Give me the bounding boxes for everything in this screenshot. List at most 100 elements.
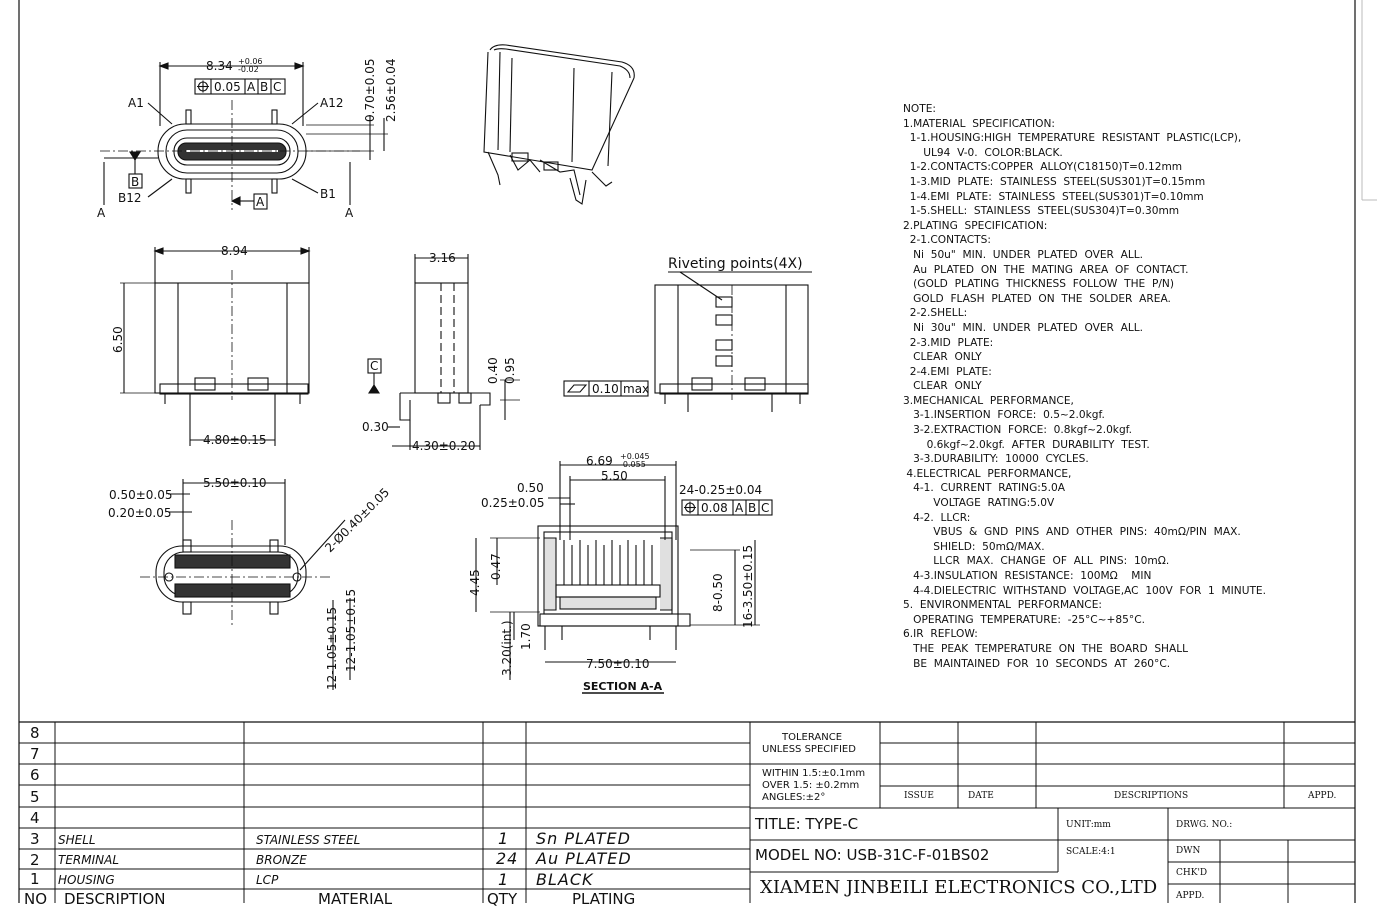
note-line: UL94 V-0. COLOR:BLACK. — [903, 146, 1063, 159]
issue-header: ISSUE — [904, 791, 934, 801]
dim-430: 4.30±0.20 — [412, 439, 476, 453]
drawing-title: TITLE: TYPE-C — [755, 815, 859, 833]
note-line: Au PLATED ON THE MATING AREA OF CONTACT. — [903, 263, 1189, 276]
tolerance-over: OVER 1.5: ±0.2mm — [762, 780, 860, 791]
bom-row-2-qty: 24 — [496, 849, 519, 868]
bom-header-plating: PLATING — [572, 890, 636, 908]
riveting-view — [563, 271, 812, 412]
section-pins: 24-0.25±0.04 — [679, 483, 762, 497]
section-mark-left: A — [97, 206, 106, 220]
note-line: VBUS & GND PINS AND OTHER PINS: 40mΩ/PIN… — [903, 526, 1241, 539]
note-line: OPERATING TEMPERATURE: -25°C~+85°C. — [903, 613, 1145, 626]
note-line: 0.6kgf~2.0kgf. AFTER DURABILITY TEST. — [903, 438, 1150, 451]
dwn-label: DWN — [1176, 846, 1201, 856]
section-445: 4.45 — [468, 569, 482, 596]
pin-a1-label: A1 — [128, 96, 144, 110]
section-320: 3.20(int.) — [500, 620, 514, 676]
note-line: CLEAR ONLY — [903, 351, 982, 364]
section-669-lower: -0.055 — [620, 460, 646, 469]
drwg-no-label: DRWG. NO.: — [1176, 820, 1233, 830]
model-no: MODEL NO: USB-31C-F-01BS02 — [755, 846, 990, 864]
note-line: BE MAINTAINED FOR 10 SECONDS AT 260°C. — [903, 657, 1171, 670]
bom-row-1-no: 1 — [30, 870, 40, 888]
profile-view — [367, 254, 520, 450]
footprint-050: 0.50±0.05 — [109, 488, 173, 502]
profile-depth: 3.16 — [429, 251, 456, 265]
note-line: 1-2.CONTACTS:COPPER ALLOY(C18150)T=0.12m… — [903, 161, 1183, 174]
section-025: 0.25±0.05 — [481, 496, 545, 510]
section-mark-right: A — [345, 206, 354, 220]
bom-header-material: MATERIAL — [318, 890, 393, 908]
note-line: 2-1.CONTACTS: — [903, 234, 991, 247]
note-line: THE PEAK TEMPERATURE ON THE BOARD SHALL — [903, 642, 1189, 655]
section-datum-a: A — [735, 501, 744, 515]
note-line: 1-4.EMI PLATE: STAINLESS STEEL(SUS301)T=… — [903, 190, 1204, 203]
section-170: 1.70 — [519, 623, 533, 650]
flatness-value: 0.10 — [592, 382, 619, 396]
side-width: 8.94 — [221, 244, 248, 258]
bom-row-6-no: 6 — [30, 766, 40, 784]
width-dim: 8.34 — [206, 59, 233, 73]
datum-ref-a: A — [247, 80, 256, 94]
right-edge-marker — [1361, 0, 1377, 201]
riveting-label: Riveting points(4X) — [668, 256, 803, 272]
bom-row-3-material: STAINLESS STEEL — [256, 833, 361, 847]
section-8-050: 8-0.50 — [711, 573, 725, 612]
bom-row-3-desc: SHELL — [58, 833, 96, 847]
bom-row-5-no: 5 — [30, 788, 40, 806]
isometric-view — [483, 44, 635, 205]
note-line: 4-4.DIELECTRIC WITHSTAND VOLTAGE,AC 100V… — [903, 584, 1266, 597]
company-name: XIAMEN JINBEILI ELECTRONICS CO.,LTD — [760, 877, 1158, 898]
note-line: 6.IR REFLOW: — [903, 628, 978, 641]
front-view-labels: 8.34 +0.06 -0.02 0.05 A B C A1 A12 B12 B… — [97, 57, 398, 220]
bom-header-qty: QTY — [487, 890, 518, 908]
bom-row-1-desc: HOUSING — [58, 873, 115, 887]
note-line: 5. ENVIRONMENTAL PERFORMANCE: — [903, 599, 1102, 612]
bom-row-2-plating: Au PLATED — [536, 849, 632, 868]
unit-label: UNIT:mm — [1066, 820, 1111, 830]
note-line: GOLD FLASH PLATED ON THE SOLDER AREA. — [903, 292, 1171, 305]
note-line: VOLTAGE RATING:5.0V — [903, 497, 1055, 510]
bom-row-2-material: BRONZE — [256, 853, 307, 867]
note-line: NOTE: — [903, 103, 936, 115]
bom-row-3-qty: 1 — [498, 829, 510, 848]
datum-b-label: B — [131, 175, 139, 189]
footprint-020: 0.20±0.05 — [108, 506, 172, 520]
width-tol-lower: -0.02 — [238, 65, 259, 74]
dim-030: 0.30 — [362, 420, 389, 434]
dim-095: 0.95 — [503, 357, 517, 384]
note-line: 4-2. LLCR: — [903, 511, 971, 524]
side-view-labels: 8.94 6.50 4.80±0.15 — [111, 244, 267, 447]
note-line: LLCR MAX. CHANGE OF ALL PINS: 10mΩ. — [903, 555, 1170, 568]
bom-row-1-plating: BLACK — [536, 870, 594, 889]
footprint-holes: 2-Ø0.40±0.05 — [322, 485, 392, 555]
datum-a-label: A — [256, 195, 265, 209]
section-caption: SECTION A-A — [583, 680, 663, 693]
note-line: 1-3.MID PLATE: STAINLESS STEEL(SUS301)T=… — [903, 175, 1206, 188]
tolerance-sub: UNLESS SPECIFIED — [762, 744, 856, 755]
note-line: (GOLD PLATING THICKNESS FOLLOW THE P/N) — [903, 278, 1174, 291]
bom-row-1-qty: 1 — [498, 870, 510, 889]
width-tol-upper: +0.06 — [238, 57, 263, 66]
section-labels: 6.69 +0.045 -0.055 5.50 0.50 0.25±0.05 2… — [468, 452, 769, 693]
bom-row-2-desc: TERMINAL — [58, 853, 120, 867]
scale-label: SCALE:4:1 — [1066, 847, 1116, 857]
note-line: 3-1.INSERTION FORCE: 0.5~2.0kgf. — [903, 409, 1105, 422]
dim-256: 2.56±0.04 — [384, 59, 398, 123]
footprint-pads-b: 12-1.05±0.15 — [344, 589, 358, 672]
tolerance-within: WITHIN 1.5:±0.1mm — [762, 768, 866, 779]
section-datum-c: C — [761, 501, 769, 515]
date-header: DATE — [968, 791, 994, 801]
section-669: 6.69 — [586, 454, 613, 468]
note-line: 3-2.EXTRACTION FORCE: 0.8kgf~2.0kgf. — [903, 424, 1132, 437]
title-block-grid — [750, 722, 1355, 903]
appd-sign-label: APPD. — [1176, 891, 1205, 901]
note-line: 4-3.INSULATION RESISTANCE: 100MΩ MIN — [903, 570, 1152, 582]
note-line: Ni 50u" MIN. UNDER PLATED OVER ALL. — [903, 248, 1144, 261]
note-line: 3.MECHANICAL PERFORMANCE, — [903, 394, 1074, 407]
flatness-unit: max — [623, 382, 649, 396]
section-050: 0.50 — [517, 481, 544, 495]
dim-040: 0.40 — [486, 357, 500, 384]
appd-header: APPD. — [1308, 791, 1337, 801]
tolerance-title: TOLERANCE — [782, 732, 843, 743]
